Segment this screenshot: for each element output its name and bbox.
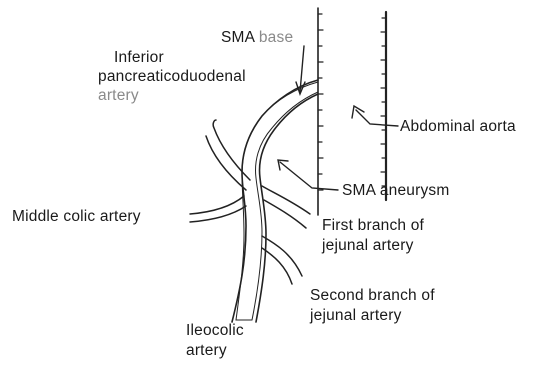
sma-base-label-part1: SMA (221, 29, 254, 46)
abdominal-aorta-label: Abdominal aorta (400, 117, 516, 136)
inferior-pancreaticoduodenal-label-line2: pancreaticoduodenal (98, 67, 246, 86)
sma-base-label-part2: base (259, 29, 293, 46)
first-branch-label-line1: First branch of (322, 216, 424, 235)
second-jejunal-branch (262, 236, 302, 276)
inferior-pancreaticoduodenal-branch-wall (206, 136, 246, 190)
sma-trunk-right-wall (256, 94, 318, 322)
first-branch-label-line2: jejunal artery (322, 236, 414, 255)
second-jejunal-branch-wall (262, 248, 292, 284)
second-branch-label-line2: jejunal artery (310, 306, 402, 325)
second-branch-label-line1: Second branch of (310, 286, 435, 305)
sma-trunk-left-wall (232, 80, 318, 322)
sma-trunk-fill (236, 82, 318, 320)
ileocolic-label-line2: artery (186, 341, 227, 360)
sma-base-label: SMA base (221, 28, 293, 47)
sma-aneurysm-arrow (280, 162, 338, 190)
sma-aneurysm-label: SMA aneurysm (342, 181, 450, 200)
middle-colic-label: Middle colic artery (12, 207, 141, 226)
abdominal-aorta-arrow (356, 110, 398, 126)
inferior-pancreaticoduodenal-label-line3: artery (98, 86, 139, 105)
first-jejunal-branch-wall (264, 200, 306, 228)
first-jejunal-branch (262, 186, 310, 214)
ileocolic-label-line1: Ileocolic (186, 321, 244, 340)
aorta-wall-ticks (318, 14, 386, 190)
inferior-pancreaticoduodenal-label-line1: Inferior (114, 48, 164, 67)
